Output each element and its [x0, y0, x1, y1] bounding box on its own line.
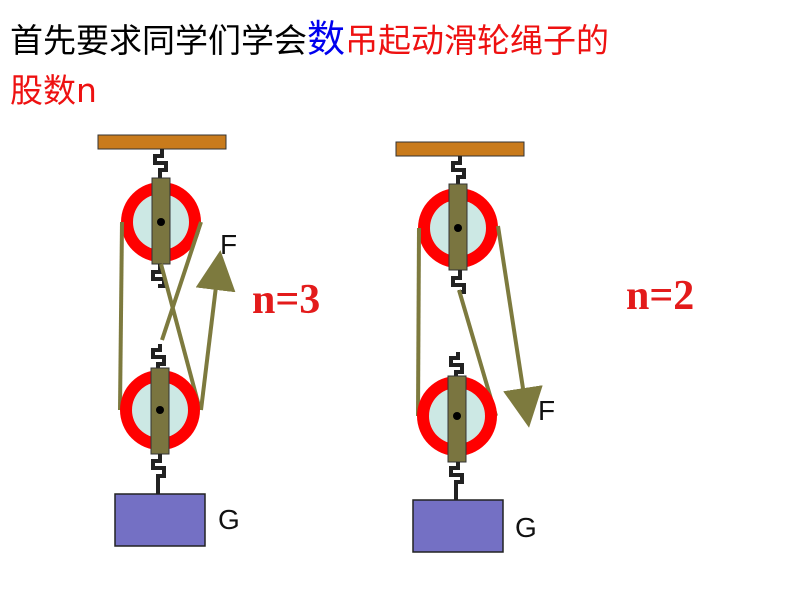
- diagram-left: [97, 134, 236, 547]
- page-title: 首先要求同学们学会数吊起动滑轮绳子的股数n: [10, 14, 790, 116]
- weight-block: [114, 493, 206, 547]
- pulley-wheel-icon: [418, 183, 498, 271]
- hook-icon: [151, 264, 166, 288]
- n-label-right: n=2: [626, 273, 695, 319]
- weight-label-left: G: [218, 504, 240, 535]
- force-arrow-icon: [195, 250, 236, 411]
- hook-icon: [449, 352, 464, 378]
- pulley-wheel-icon: [417, 375, 497, 463]
- pulley-wheel-icon: [121, 177, 201, 265]
- hook-icon: [451, 270, 466, 294]
- diagram-right: [395, 141, 543, 553]
- rope-segments: [118, 221, 203, 411]
- ceiling-beam: [395, 141, 525, 157]
- pulley-wheel-icon: [120, 367, 200, 455]
- title-part-1: 首先要求同学们学会: [10, 21, 307, 60]
- title-part-2: 数: [307, 17, 346, 61]
- hook-icon: [151, 454, 166, 494]
- ceiling-beam: [97, 134, 227, 150]
- weight-block: [412, 499, 504, 553]
- hook-icon: [151, 344, 166, 370]
- title-part-4: 股数n: [10, 71, 97, 110]
- force-arrow-icon: [496, 225, 543, 428]
- force-label-right: F: [538, 395, 556, 426]
- n-label-left: n=3: [252, 277, 321, 323]
- title-part-3: 吊起动滑轮绳子的: [345, 21, 610, 60]
- weight-label-right: G: [515, 512, 537, 543]
- force-label-left: F: [220, 229, 238, 260]
- hook-icon: [451, 156, 466, 184]
- hook-icon: [449, 462, 464, 500]
- hook-icon: [153, 149, 168, 178]
